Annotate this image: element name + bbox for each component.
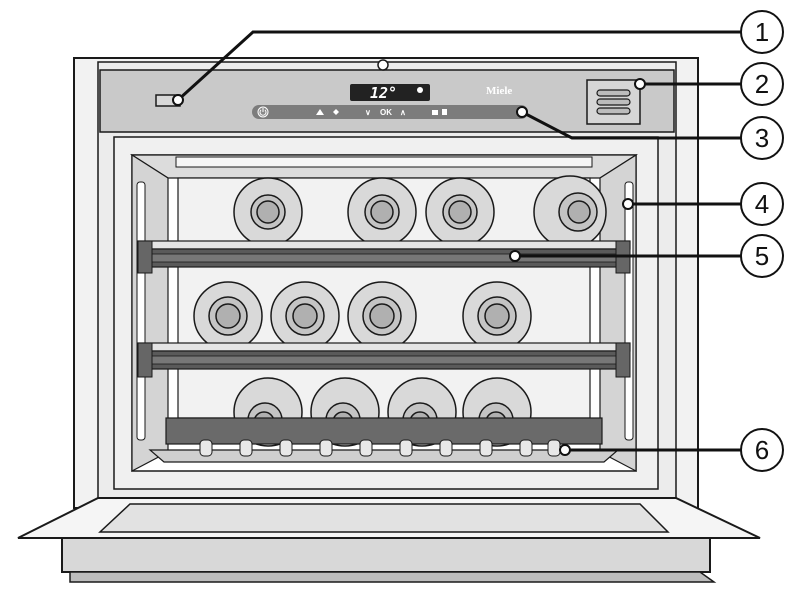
callout-dots (172, 78, 646, 456)
bottle (347, 177, 417, 247)
leader-1 (176, 30, 742, 102)
brand-logo: Miele (486, 85, 512, 97)
callout-6: 6 (740, 428, 784, 472)
door-lock-hole (377, 59, 389, 71)
callout-1: 1 (740, 10, 784, 54)
callout-2: 2 (740, 62, 784, 106)
callout-number: 4 (755, 189, 769, 219)
bottles-middle-row (193, 281, 532, 351)
ventilation-icon[interactable] (316, 109, 324, 115)
callout-number: 1 (755, 17, 769, 47)
control-panel: 12° Miele ∨ OK ∧ (99, 59, 675, 133)
control-strip (252, 105, 528, 119)
bottle (193, 281, 263, 351)
callout-number: 6 (755, 435, 769, 465)
power-button[interactable] (257, 106, 269, 118)
bottles-top-row (233, 175, 607, 249)
leader-3 (521, 110, 742, 140)
ok-button[interactable]: OK (380, 108, 392, 117)
callout-number: 3 (755, 123, 769, 153)
wine-glass-icon[interactable] (442, 109, 447, 115)
led-strip-right (624, 181, 634, 441)
bottle (233, 177, 303, 247)
display-indicator-icon (417, 87, 423, 93)
bottle (533, 175, 607, 249)
wooden-shelf-lower (137, 342, 631, 378)
callout-4: 4 (740, 182, 784, 226)
open-door (17, 497, 761, 583)
light-icon[interactable] (333, 109, 339, 115)
callout-5: 5 (740, 234, 784, 278)
temperature-display (350, 84, 430, 101)
down-button[interactable]: ∨ (365, 108, 371, 117)
presentation-shelf (148, 417, 620, 463)
bottle (347, 281, 417, 351)
callout-3: 3 (740, 116, 784, 160)
power-icon (259, 108, 267, 116)
lock-icon[interactable] (432, 110, 438, 115)
temperature-readout: 12° (370, 84, 397, 102)
lying-bottle-necks (199, 439, 561, 457)
led-strip-left (136, 181, 146, 441)
up-button[interactable]: ∧ (400, 108, 406, 117)
callout-number: 2 (755, 69, 769, 99)
air-vent-grille (586, 79, 641, 125)
bottle (425, 177, 495, 247)
callout-leaders (176, 30, 742, 452)
bottle (462, 281, 532, 351)
wooden-shelf-upper (137, 240, 631, 274)
bottle (270, 281, 340, 351)
callout-number: 5 (755, 241, 769, 271)
